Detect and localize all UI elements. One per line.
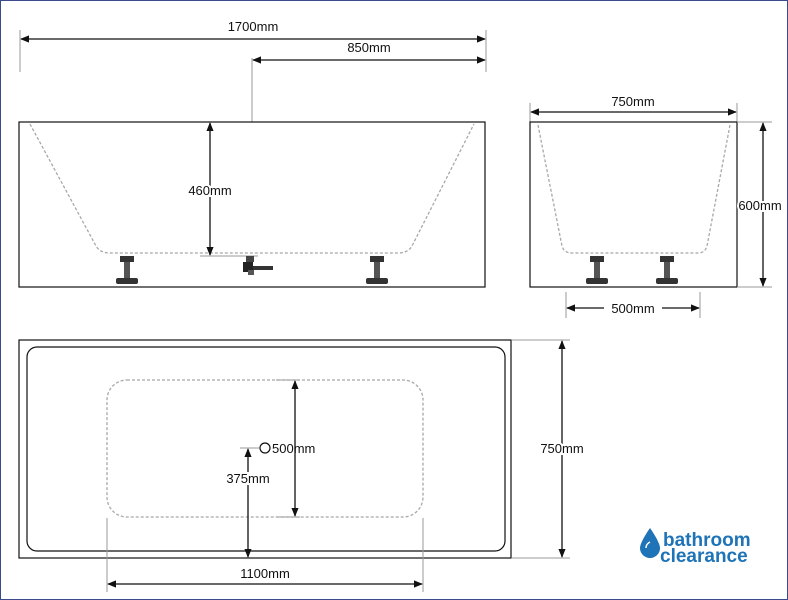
water-drop-icon (640, 528, 660, 558)
adjustable-foot-icon (586, 256, 608, 284)
label-inner-width: 500mm (272, 441, 315, 456)
label-plan-width: 750mm (540, 441, 583, 456)
plan-view (18, 339, 570, 592)
adjustable-foot-icon (656, 256, 678, 284)
label-inner-depth: 460mm (188, 183, 231, 198)
tub-side-inner-profile (29, 123, 475, 254)
adjustable-foot-icon (366, 256, 388, 284)
waste-hole-icon (259, 442, 271, 454)
side-elevation (18, 30, 487, 288)
tub-end-inner-profile (537, 124, 731, 254)
label-inner-length: 1100mm (240, 566, 290, 581)
waste-fitting-icon (243, 256, 273, 275)
label-end-width: 750mm (611, 94, 654, 109)
end-elevation (529, 103, 772, 318)
label-waste-offset: 375mm (226, 471, 269, 486)
logo-line-1: bathroom (663, 530, 751, 551)
brand-logo: bathroom clearance (640, 528, 751, 567)
tub-end-body (529, 121, 738, 288)
label-end-height: 600mm (738, 198, 781, 213)
label-base-width: 500mm (611, 301, 654, 316)
label-half-length: 850mm (347, 40, 390, 55)
label-total-length: 1700mm (228, 19, 279, 34)
adjustable-foot-icon (116, 256, 138, 284)
logo-line-2: clearance (660, 546, 748, 567)
tub-plan-inner-basin (106, 379, 424, 518)
